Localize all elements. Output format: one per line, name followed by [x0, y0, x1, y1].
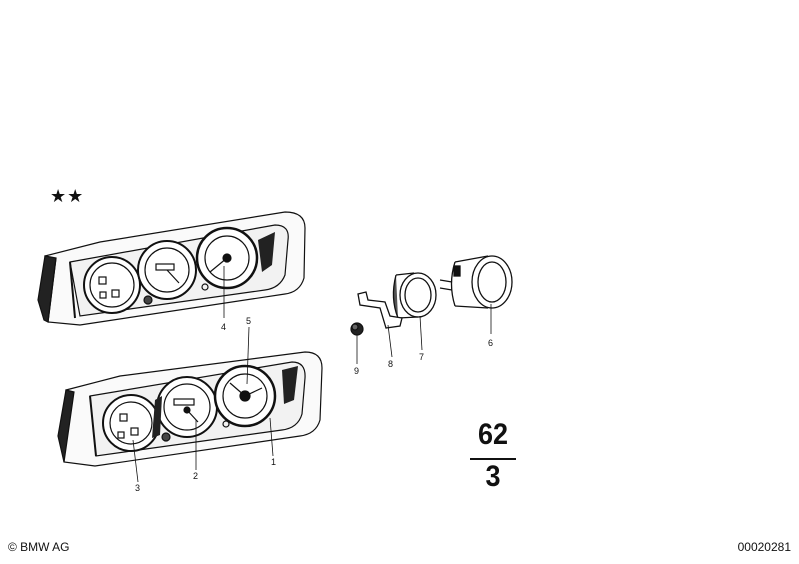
star-markers: ★★ — [50, 186, 85, 207]
callout-1: 1 — [271, 457, 276, 467]
callout-labels: 4 5 6 7 8 9 1 2 3 — [135, 316, 493, 493]
group-number-divider — [470, 458, 516, 460]
group-number-main: 62 — [477, 418, 509, 451]
callout-6: 6 — [488, 338, 493, 348]
instrument-cluster-upper — [37, 211, 306, 326]
callout-5: 5 — [246, 316, 251, 326]
group-number-sub: 3 — [485, 460, 501, 493]
callout-4: 4 — [221, 322, 226, 332]
callout-7: 7 — [419, 352, 424, 362]
callout-9: 9 — [354, 366, 359, 376]
knob-9 — [350, 322, 364, 336]
document-id: 00020281 — [737, 540, 791, 554]
gauge-ring-7 — [392, 272, 437, 319]
gauge-housing-6 — [439, 255, 513, 309]
callout-3: 3 — [135, 483, 140, 493]
instrument-cluster-lower — [57, 351, 323, 467]
copyright-notice: © BMW AG — [8, 540, 70, 554]
callout-2: 2 — [193, 471, 198, 481]
mounting-bracket-8 — [357, 291, 403, 329]
callout-8: 8 — [388, 359, 393, 369]
leader-lines — [132, 266, 492, 483]
